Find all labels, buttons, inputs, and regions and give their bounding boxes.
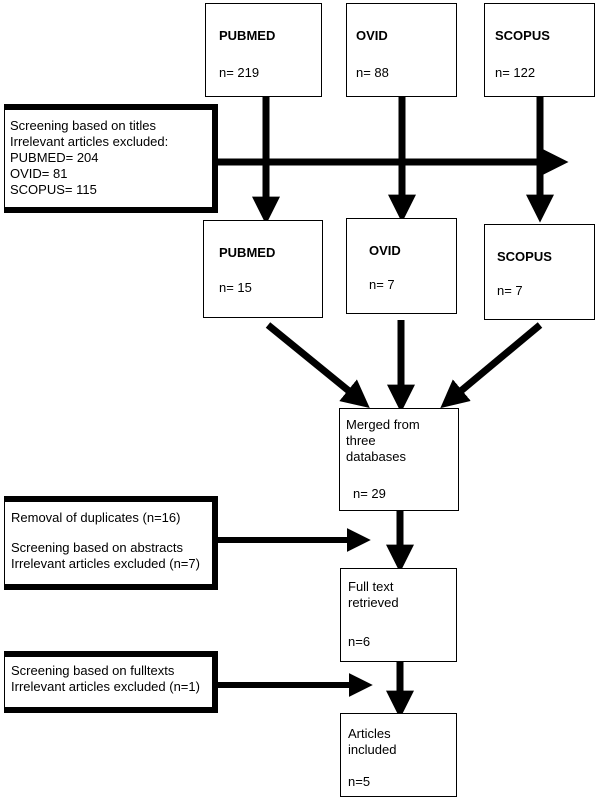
source-box-ovid: OVID n= 88 [346, 3, 457, 97]
abstract-screening-box: Removal of duplicates (n=16) Screening b… [4, 496, 218, 590]
fulltext-screening-line: Irrelevant articles excluded (n=1) [11, 679, 200, 694]
source-name: OVID [356, 28, 388, 43]
title-screening-box: Screening based on titles Irrelevant art… [4, 104, 218, 213]
after-title-name: OVID [369, 243, 401, 258]
after-title-count: n= 7 [369, 277, 395, 292]
included-box: Articles included n=5 [340, 713, 457, 797]
source-count: n= 88 [356, 65, 389, 80]
source-name: SCOPUS [495, 28, 550, 43]
source-box-pubmed: PUBMED n= 219 [205, 3, 322, 97]
arrow-scopus-merge [440, 322, 543, 409]
screening-line: Screening based on titles [10, 118, 156, 133]
fulltext-screening-line: Screening based on fulltexts [11, 663, 175, 678]
after-title-count: n= 15 [219, 280, 252, 295]
after-title-name: SCOPUS [497, 249, 552, 264]
merged-box: Merged from three databases n= 29 [339, 408, 459, 511]
after-title-box-ovid: OVID n= 7 [346, 218, 457, 314]
arrow-pubmed-merge [265, 322, 370, 408]
merged-line: Merged from [346, 417, 420, 432]
included-line: included [348, 742, 397, 757]
abstract-line: Irrelevant articles excluded (n=7) [11, 556, 200, 571]
abstract-line: Removal of duplicates (n=16) [11, 510, 181, 525]
source-box-scopus: SCOPUS n= 122 [484, 3, 595, 97]
screening-line: Irrelevant articles excluded: [10, 134, 169, 149]
screening-line: SCOPUS= 115 [10, 182, 97, 197]
fulltext-count: n=6 [348, 634, 371, 649]
abstract-line: Screening based on abstracts [11, 540, 183, 555]
merged-line: databases [346, 449, 406, 464]
source-count: n= 219 [219, 65, 260, 80]
source-name: PUBMED [219, 28, 276, 43]
fulltext-line: Full text [348, 579, 394, 594]
fulltext-screening-box: Screening based on fulltexts Irrelevant … [4, 651, 218, 713]
after-title-name: PUBMED [219, 245, 276, 260]
after-title-count: n= 7 [497, 283, 523, 298]
screening-line: PUBMED= 204 [10, 150, 99, 165]
fulltext-box: Full text retrieved n=6 [340, 568, 457, 662]
fulltext-line: retrieved [348, 595, 399, 610]
merged-line: three [346, 433, 376, 448]
screening-line: OVID= 81 [10, 166, 68, 181]
after-title-box-scopus: SCOPUS n= 7 [484, 224, 595, 320]
merged-count: n= 29 [353, 486, 386, 501]
after-title-box-pubmed: PUBMED n= 15 [203, 220, 323, 318]
included-line: Articles [348, 726, 391, 741]
source-count: n= 122 [495, 65, 536, 80]
included-count: n=5 [348, 774, 371, 789]
